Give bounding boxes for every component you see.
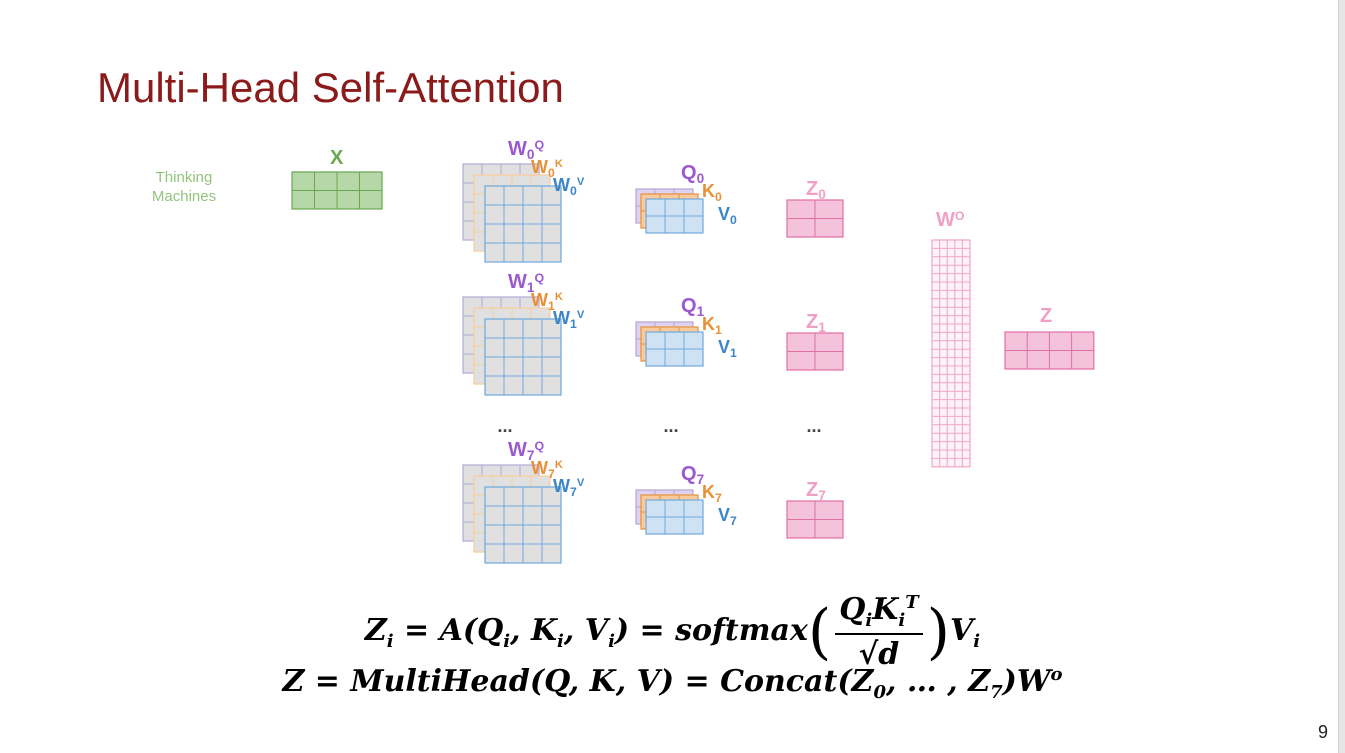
weight-matrix-v-2 xyxy=(484,486,562,564)
k-label-2: K7 xyxy=(702,482,722,505)
eq2-main: Z = MultiHead(Q, K, V) = Concat(Z xyxy=(282,664,874,699)
eq2-sub7: 7 xyxy=(990,682,1003,703)
z-label-2: Z7 xyxy=(806,479,826,503)
eq1-comma-k: , K xyxy=(510,613,558,648)
z-label-1: Z1 xyxy=(806,311,826,335)
weight-label-v-0: W0V xyxy=(553,175,585,198)
eq2-sup: o xyxy=(1050,664,1063,685)
z-matrix-2 xyxy=(786,500,844,539)
ellipsis-0: ... xyxy=(497,416,512,436)
eq1-denominator: √d xyxy=(858,637,900,672)
equation-multihead: Z = MultiHead(Q, K, V) = Concat(Z0, … , … xyxy=(0,664,1345,703)
page-number: 9 xyxy=(1318,722,1329,742)
z-label-0: Z0 xyxy=(806,178,826,202)
wo-label: WO xyxy=(936,209,965,231)
weight-label-k-2: W7K xyxy=(531,458,563,481)
eq1-sub-k: i xyxy=(557,631,564,652)
eq1-comma-v: , V xyxy=(563,613,609,648)
value-matrix-0 xyxy=(645,198,704,234)
eq2-sub0: 0 xyxy=(873,682,886,703)
q-label-0: Q0 xyxy=(681,162,704,186)
weight-label-q-0: W0Q xyxy=(508,138,544,162)
eq2-end: )W xyxy=(1002,664,1051,699)
input-word-thinking: Thinking xyxy=(155,169,213,186)
weight-label-q-1: W1Q xyxy=(508,271,544,295)
weight-label-v-1: W1V xyxy=(553,308,585,331)
eq1-lhs-sub: i xyxy=(386,631,394,652)
v-label-1: V1 xyxy=(718,337,737,360)
value-matrix-1 xyxy=(645,331,704,367)
eq1-sub-q: i xyxy=(503,631,511,652)
ellipsis-2: ... xyxy=(806,416,821,436)
eq2-mid: , … , Z xyxy=(885,664,991,699)
weight-matrix-v-0 xyxy=(484,185,562,263)
q-label-2: Q7 xyxy=(681,463,704,487)
eq1-right-paren: ) xyxy=(926,597,951,667)
v-label-2: V7 xyxy=(718,505,737,528)
weight-label-v-2: W7V xyxy=(553,476,585,499)
x-matrix-label: X xyxy=(330,147,344,169)
input-word-machines: Machines xyxy=(151,188,217,205)
weight-matrix-v-1 xyxy=(484,318,562,396)
value-matrix-2 xyxy=(645,499,704,535)
eq1-tail-sub: i xyxy=(973,631,981,652)
weight-label-k-1: W1K xyxy=(531,290,563,313)
eq1-left-paren: ( xyxy=(807,597,832,667)
z-output-label: Z xyxy=(1040,305,1052,327)
weight-label-q-2: W7Q xyxy=(508,439,544,463)
eq1-mid: = A(Q xyxy=(393,613,504,648)
x-matrix xyxy=(291,171,383,210)
eq1-fraction: QiKiT√d xyxy=(835,592,923,672)
slide-title: Multi-Head Self-Attention xyxy=(97,64,564,111)
eq1-numerator: QiKiT xyxy=(835,592,923,635)
ellipsis-1: ... xyxy=(663,416,678,436)
z-matrix-0 xyxy=(786,199,844,238)
eq1-sub-v: i xyxy=(608,631,615,652)
eq1-tail: V xyxy=(950,613,974,648)
wo-matrix xyxy=(931,239,971,468)
weight-label-k-0: W0K xyxy=(531,157,563,180)
z-matrix-1 xyxy=(786,332,844,371)
v-label-0: V0 xyxy=(718,204,737,227)
q-label-1: Q1 xyxy=(681,295,705,319)
equation-attention-head: Zi = A(Qi, Ki, Vi) = softmax(QiKiT√d)Vi xyxy=(0,592,1345,672)
slide-edge xyxy=(1338,0,1345,753)
eq1-softmax: ) = softmax xyxy=(614,613,808,648)
z-output-matrix xyxy=(1004,331,1095,370)
k-label-1: K1 xyxy=(702,314,722,337)
eq1-lhs: Z xyxy=(364,613,387,648)
k-label-0: K0 xyxy=(702,181,722,204)
